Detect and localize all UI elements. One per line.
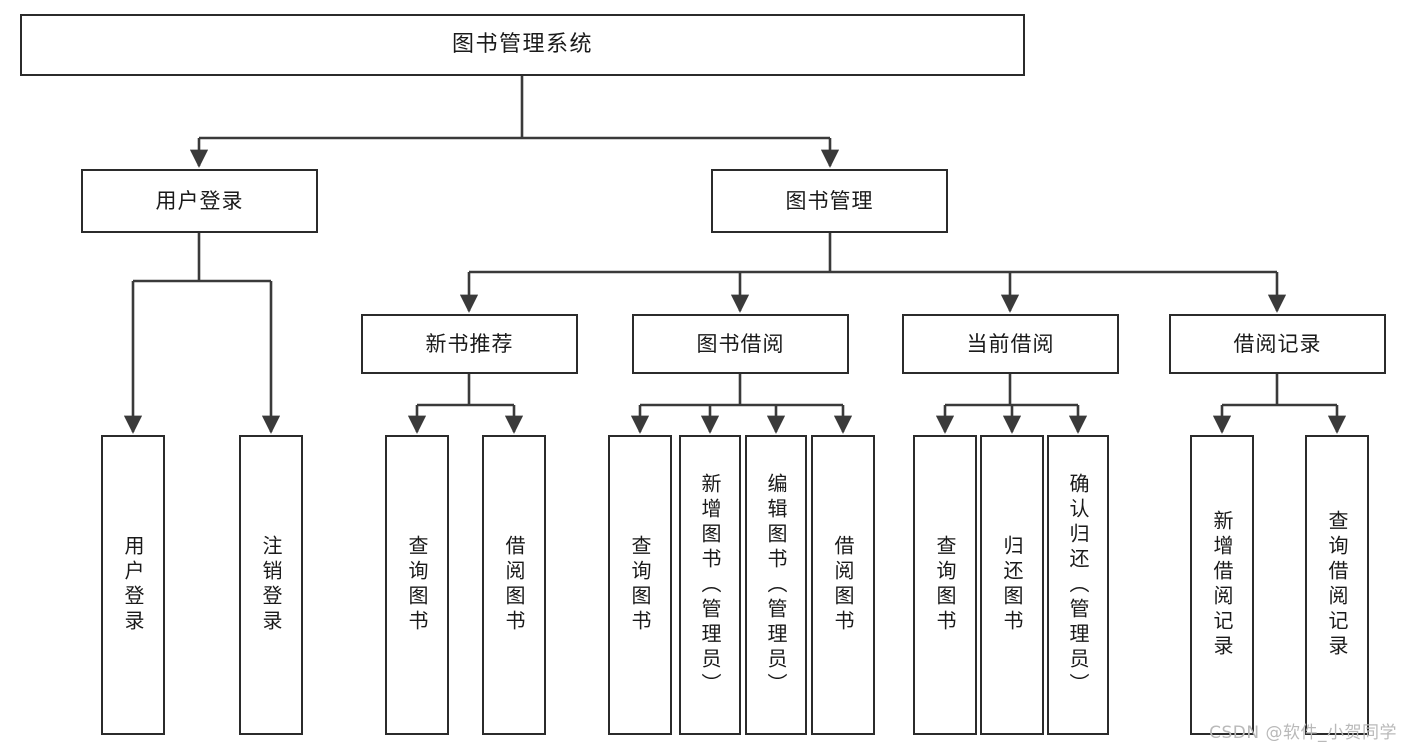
node-borrow-record[interactable]: 借阅记录	[1169, 314, 1386, 374]
node-current-borrow[interactable]: 当前借阅	[902, 314, 1119, 374]
node-label: 新增图书（管理员）	[698, 472, 722, 698]
leaf-current-return-book[interactable]: 归还图书	[980, 435, 1044, 735]
node-label: 图书借阅	[696, 331, 785, 356]
node-label: 借阅图书	[831, 535, 855, 635]
leaf-borrow-add-book-admin[interactable]: 新增图书（管理员）	[679, 435, 741, 735]
leaf-borrow-borrow-book[interactable]: 借阅图书	[811, 435, 875, 735]
node-label: 确认归还（管理员）	[1066, 472, 1090, 698]
node-book-management[interactable]: 图书管理	[711, 169, 948, 233]
node-label: 当前借阅	[966, 331, 1055, 356]
leaf-new-book-borrow[interactable]: 借阅图书	[482, 435, 546, 735]
node-label: 归还图书	[1000, 535, 1024, 635]
node-label: 图书管理	[785, 188, 874, 213]
node-label: 新增借阅记录	[1210, 510, 1234, 660]
node-label: 用户登录	[121, 535, 145, 635]
node-root-system[interactable]: 图书管理系统	[20, 14, 1025, 76]
leaf-borrow-query-book[interactable]: 查询图书	[608, 435, 672, 735]
leaf-user-login-signout[interactable]: 注销登录	[239, 435, 303, 735]
leaf-current-query-book[interactable]: 查询图书	[913, 435, 977, 735]
leaf-new-book-query[interactable]: 查询图书	[385, 435, 449, 735]
node-user-login[interactable]: 用户登录	[81, 169, 318, 233]
leaf-user-login-signin[interactable]: 用户登录	[101, 435, 165, 735]
node-label: 用户登录	[155, 188, 244, 213]
node-label: 查询借阅记录	[1325, 510, 1349, 660]
node-label: 新书推荐	[425, 331, 514, 356]
node-label: 查询图书	[405, 535, 429, 635]
leaf-borrow-edit-book-admin[interactable]: 编辑图书（管理员）	[745, 435, 807, 735]
node-label: 借阅图书	[502, 535, 526, 635]
node-label: 借阅记录	[1233, 331, 1322, 356]
node-label: 查询图书	[933, 535, 957, 635]
node-label: 编辑图书（管理员）	[764, 472, 788, 698]
node-label: 图书管理系统	[451, 32, 593, 58]
node-label: 注销登录	[259, 535, 283, 635]
node-new-book-recommend[interactable]: 新书推荐	[361, 314, 578, 374]
node-book-borrow[interactable]: 图书借阅	[632, 314, 849, 374]
csdn-watermark: CSDN @软件_小贺同学	[1209, 723, 1397, 743]
leaf-current-confirm-return-admin[interactable]: 确认归还（管理员）	[1047, 435, 1109, 735]
node-label: 查询图书	[628, 535, 652, 635]
leaf-record-query[interactable]: 查询借阅记录	[1305, 435, 1369, 735]
leaf-record-add[interactable]: 新增借阅记录	[1190, 435, 1254, 735]
